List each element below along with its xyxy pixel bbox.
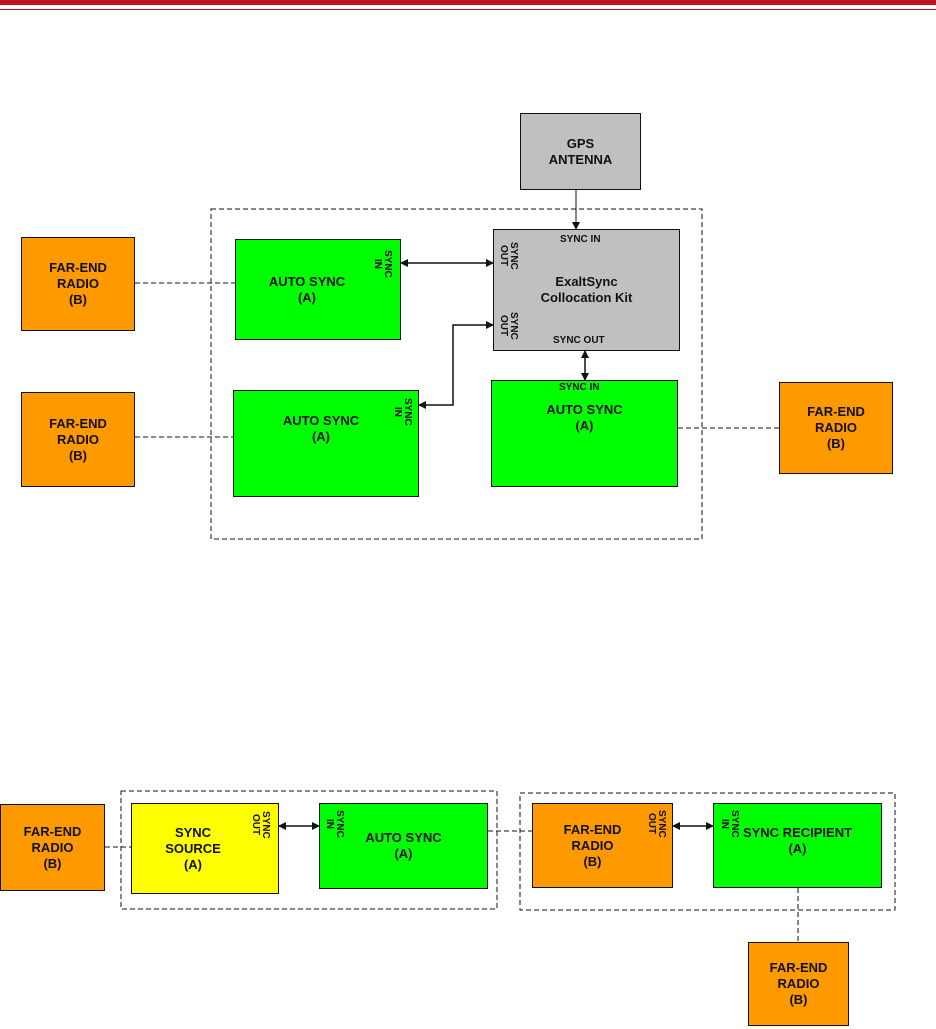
sync-source-box: SYNC SOURCE (A) [131, 803, 279, 894]
fig2-far-end-radio-bottom: FAR-END RADIO (B) [748, 942, 849, 1026]
sync-source-port: SYNC OUT [250, 811, 271, 839]
auto-sync-3-port: SYNC IN [559, 382, 600, 393]
far-end-radio-1: FAR-END RADIO (B) [21, 237, 135, 331]
as2-kit-arrow [418, 321, 494, 409]
auto-sync-box-1: AUTO SYNC (A) [235, 239, 401, 340]
sync-recipient-port: SYNC IN [719, 810, 740, 838]
header-rule-thick [0, 0, 936, 5]
auto-sync-2-port: SYNC IN [392, 398, 413, 426]
fig2-far-end-radio-left: FAR-END RADIO (B) [0, 804, 105, 891]
kit-sync-out-bottom-label: SYNC OUT [553, 335, 605, 346]
kit-sync-out-port-1: SYNC OUT [498, 242, 519, 270]
sync-recipient-box: SYNC RECIPIENT (A) [713, 803, 882, 888]
fig2-auto-sync-port: SYNC IN [324, 810, 345, 838]
fig1-enclosure [210, 208, 703, 540]
fig2-enclosure-left [120, 790, 498, 910]
auto-sync-1-port: SYNC IN [372, 250, 393, 278]
auto-sync-box-3: AUTO SYNC (A) [491, 380, 678, 487]
fig2-far-end-mid-port: SYNC OUT [646, 810, 667, 838]
gps-antenna-box: GPS ANTENNA [520, 113, 641, 190]
header-rule-thin [0, 9, 936, 10]
auto-sync-box-2: AUTO SYNC (A) [233, 390, 419, 497]
kit-sync-in-label: SYNC IN [560, 234, 601, 245]
fig2-far-end-radio-mid: FAR-END RADIO (B) [532, 803, 673, 888]
far-end-radio-3: FAR-END RADIO (B) [779, 382, 893, 474]
fig2-enclosure-right [519, 792, 896, 911]
kit-sync-out-port-2: SYNC OUT [498, 312, 519, 340]
collocation-kit-box: ExaltSync Collocation Kit [493, 229, 680, 351]
fig2-auto-sync-box: AUTO SYNC (A) [319, 803, 488, 889]
far-end-radio-2: FAR-END RADIO (B) [21, 392, 135, 487]
